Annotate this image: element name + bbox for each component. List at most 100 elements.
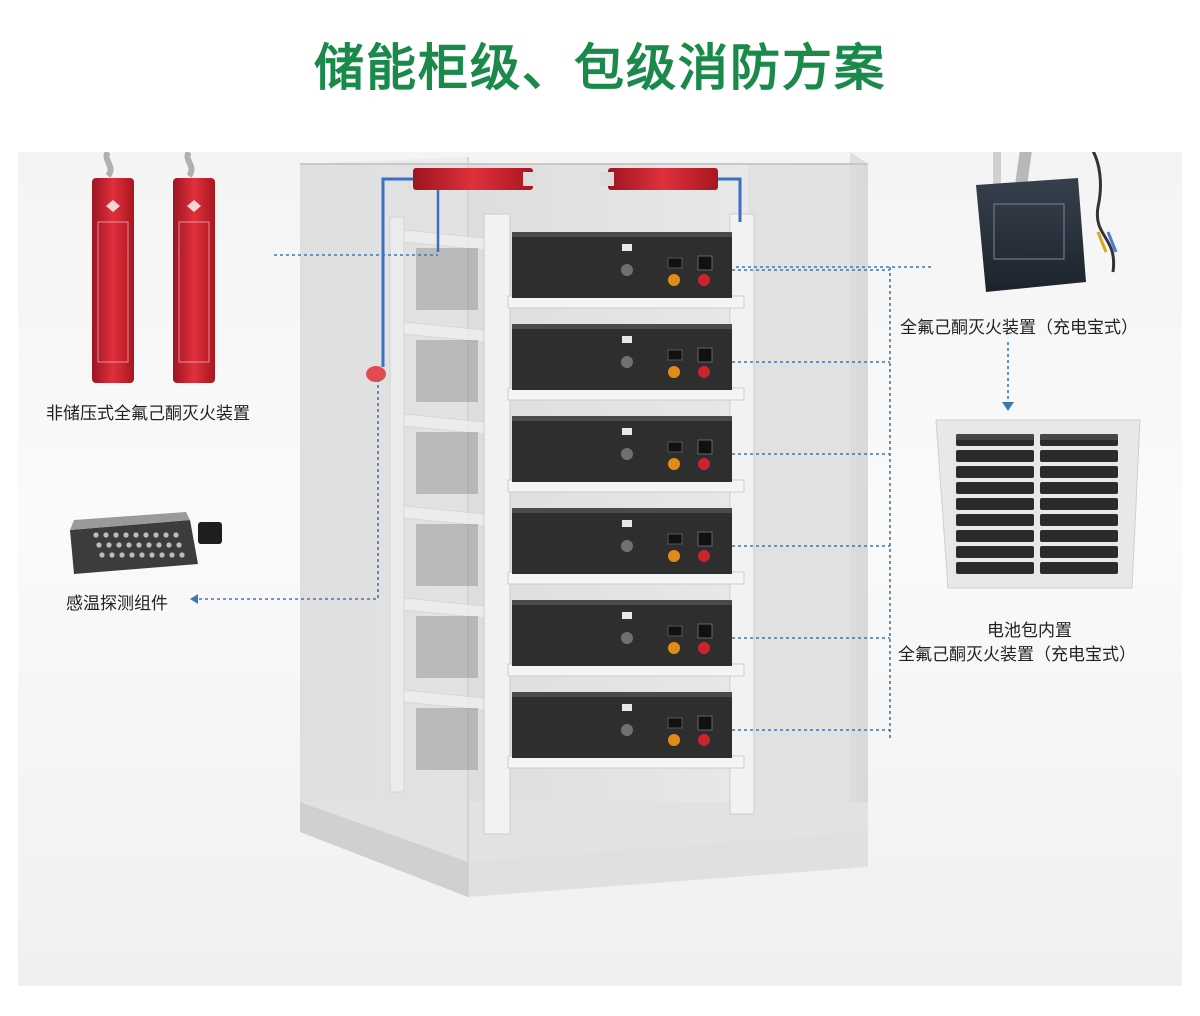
module-top-edge bbox=[512, 416, 732, 421]
positive-terminal-icon bbox=[668, 458, 680, 470]
leader-sensor bbox=[193, 377, 379, 600]
back-battery-module bbox=[416, 616, 478, 678]
vent-hole bbox=[136, 542, 142, 548]
front-rack bbox=[483, 213, 755, 835]
module-display bbox=[667, 717, 683, 729]
battery-module bbox=[507, 600, 745, 677]
vent-hole bbox=[143, 532, 149, 538]
diagram-stage bbox=[18, 152, 1182, 986]
pack-cell bbox=[956, 498, 1034, 510]
module-badge bbox=[622, 428, 632, 435]
back-battery-module bbox=[416, 432, 478, 494]
pack-cell-top bbox=[956, 434, 1034, 440]
pack-cell bbox=[956, 482, 1034, 494]
power-button-icon bbox=[621, 632, 633, 644]
pack-cell bbox=[956, 450, 1034, 462]
module-badge bbox=[622, 244, 632, 251]
vent-hole bbox=[129, 552, 135, 558]
ceiling-extinguishers bbox=[366, 168, 742, 382]
pack-cell bbox=[1040, 482, 1118, 494]
vent-hole bbox=[103, 532, 109, 538]
power-button-icon bbox=[621, 724, 633, 736]
vent-hole bbox=[113, 532, 119, 538]
cabinet-diagram bbox=[70, 152, 1141, 897]
pack-cell bbox=[956, 514, 1034, 526]
module-badge bbox=[622, 704, 632, 711]
vent-hole bbox=[169, 552, 175, 558]
module-display bbox=[667, 533, 683, 545]
arrowhead-pack bbox=[1002, 402, 1014, 411]
battery-module bbox=[507, 232, 745, 309]
pack-cell bbox=[1040, 546, 1118, 558]
pack-cell bbox=[1040, 514, 1118, 526]
module-badge bbox=[622, 612, 632, 619]
pack-cell bbox=[1040, 450, 1118, 462]
battery-module bbox=[507, 324, 745, 401]
module-port bbox=[697, 347, 713, 363]
module-top-edge bbox=[512, 692, 732, 697]
negative-terminal-icon bbox=[698, 274, 710, 286]
module-top-edge bbox=[512, 324, 732, 329]
vent-hole bbox=[156, 542, 162, 548]
negative-terminal-icon bbox=[698, 734, 710, 746]
vent-hole bbox=[96, 542, 102, 548]
pack-cell bbox=[956, 562, 1034, 574]
vent-hole bbox=[99, 552, 105, 558]
positive-terminal-icon bbox=[668, 274, 680, 286]
battery-pack-icon bbox=[935, 419, 1141, 589]
vent-hole bbox=[106, 542, 112, 548]
back-battery-module bbox=[416, 248, 478, 310]
battery-module bbox=[507, 508, 745, 585]
vent-hole bbox=[153, 532, 159, 538]
negative-terminal-icon bbox=[698, 366, 710, 378]
vent-hole bbox=[146, 542, 152, 548]
vent-hole bbox=[173, 532, 179, 538]
vent-hole bbox=[133, 532, 139, 538]
vent-hole bbox=[179, 552, 185, 558]
module-badge bbox=[622, 336, 632, 343]
module-body bbox=[512, 692, 732, 758]
vent-hole bbox=[119, 552, 125, 558]
module-display bbox=[667, 625, 683, 637]
powerbank-extinguisher-icon bbox=[976, 152, 1118, 292]
module-top-edge bbox=[512, 600, 732, 605]
module-body bbox=[512, 324, 732, 390]
power-button-icon bbox=[621, 356, 633, 368]
leader-lines bbox=[190, 254, 1014, 740]
vent-hole bbox=[176, 542, 182, 548]
vent-hole bbox=[166, 542, 172, 548]
back-rack bbox=[389, 216, 485, 793]
power-button-icon bbox=[621, 448, 633, 460]
pack-device-label-line2: 全氟己酮灭火装置（充电宝式） bbox=[898, 645, 1136, 665]
module-port bbox=[697, 439, 713, 455]
vent-hole bbox=[149, 552, 155, 558]
vent-hole bbox=[109, 552, 115, 558]
vent-hole bbox=[116, 542, 122, 548]
arrowhead-sensor bbox=[190, 594, 198, 604]
temperature-sensor-icon bbox=[70, 512, 222, 574]
module-port bbox=[697, 715, 713, 731]
positive-terminal-icon bbox=[668, 550, 680, 562]
vent-hole bbox=[163, 532, 169, 538]
vent-hole bbox=[126, 542, 132, 548]
pack-cell bbox=[1040, 466, 1118, 478]
module-port bbox=[697, 531, 713, 547]
module-body bbox=[512, 508, 732, 574]
aerosol-device-label: 非储压式全氟己酮灭火装置 bbox=[46, 404, 250, 424]
fire-extinguisher-tube-icon bbox=[92, 152, 215, 383]
module-body bbox=[512, 600, 732, 666]
power-button-icon bbox=[621, 540, 633, 552]
vent-hole bbox=[139, 552, 145, 558]
module-top-edge bbox=[512, 508, 732, 513]
battery-module bbox=[507, 692, 745, 769]
vent-hole bbox=[93, 532, 99, 538]
positive-terminal-icon bbox=[668, 734, 680, 746]
battery-module bbox=[507, 416, 745, 493]
module-port bbox=[697, 623, 713, 639]
back-battery-module bbox=[416, 340, 478, 402]
pack-cell bbox=[956, 530, 1034, 542]
pack-cell bbox=[956, 466, 1034, 478]
module-display bbox=[667, 349, 683, 361]
positive-terminal-icon bbox=[668, 366, 680, 378]
pack-cell bbox=[1040, 530, 1118, 542]
